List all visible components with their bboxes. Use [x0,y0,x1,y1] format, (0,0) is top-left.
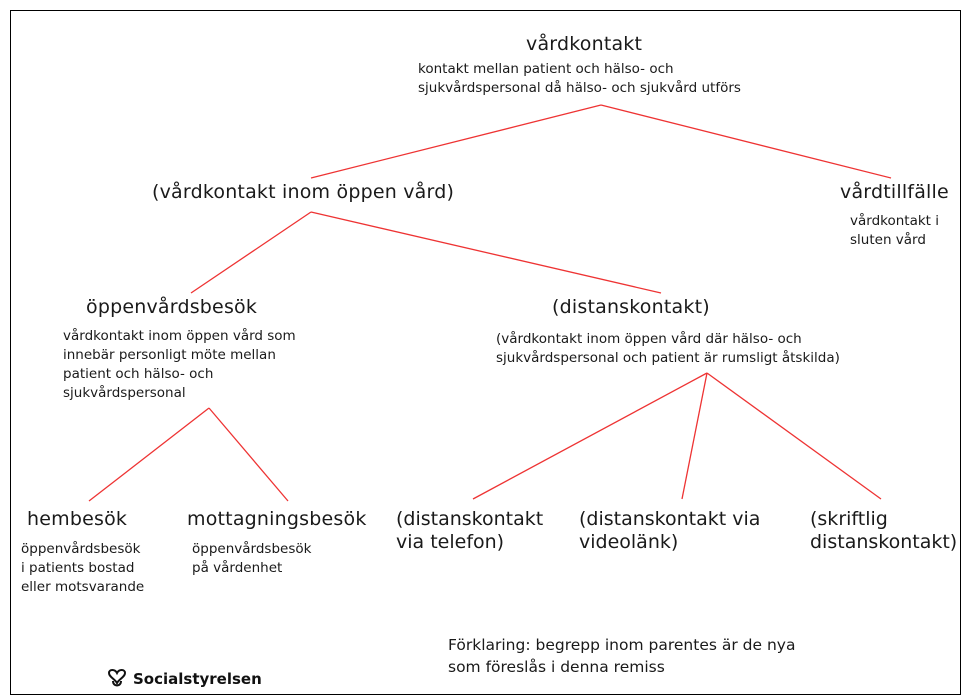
node-remote-written-line-2: distanskontakt) [810,531,958,553]
legend-line-1: Förklaring: begrepp inom parentes är de … [448,636,796,654]
node-root-title: vårdkontakt [526,33,643,55]
node-outpatient-visit-desc-line-1: vårdkontakt inom öppen vård som [63,328,296,344]
connector-remote-written [706,372,882,500]
node-outpatient-visit-desc-line-4: sjukvårdspersonal [63,385,186,401]
node-remote-contact-desc-line-2: sjukvårdspersonal och patient är rumslig… [496,350,840,366]
socialstyrelsen-logo-icon [107,669,127,687]
node-home-visit-desc-line-1: öppenvårdsbesök [21,541,141,557]
node-inpatient-title: vårdtillfälle [840,181,949,203]
node-outpatient-visit-title: öppenvårdsbesök [86,296,258,318]
node-home-visit-desc-line-2: i patients bostad [21,560,135,576]
node-remote-video-line-1: (distanskontakt via [579,508,761,530]
node-root-desc-line-1: kontakt mellan patient och hälso- och [418,61,674,77]
node-reception-visit-desc-line-2: på vårdenhet [192,560,283,576]
node-remote-contact-title: (distanskontakt) [552,296,710,318]
socialstyrelsen-logo: Socialstyrelsen [105,667,262,691]
diagram-frame: vårdkontakt kontakt mellan patient och h… [10,10,961,695]
connector-root-inpatient [600,104,892,179]
node-inpatient-desc-line-2: sluten vård [850,232,926,248]
node-root-desc-line-2: sjukvårdspersonal då hälso- och sjukvård… [418,80,741,96]
node-remote-written-line-1: (skriftlig [810,508,888,530]
node-remote-phone-line-1: (distanskontakt [396,508,544,530]
node-remote-video-line-2: videolänk) [579,531,679,553]
node-reception-visit-desc-line-1: öppenvårdsbesök [192,541,312,557]
node-reception-visit-title: mottagningsbesök [187,508,367,530]
connector-outpatient-reception [208,407,289,502]
node-outpatient-visit-desc-line-2: innebär personligt möte mellan [63,347,276,363]
connector-root-open-care [310,104,602,179]
node-home-visit-title: hembesök [27,508,128,530]
connector-outpatient-home [88,407,210,502]
node-remote-phone-line-2: via telefon) [396,531,505,553]
node-home-visit-desc-line-3: eller motsvarande [21,579,145,595]
node-outpatient-visit-desc-line-3: patient och hälso- och [63,366,214,382]
connector-lines [88,104,892,502]
logo-text: Socialstyrelsen [133,670,262,688]
connector-remote-phone [472,372,708,500]
node-open-care-title: (vårdkontakt inom öppen vård) [152,181,455,203]
legend-line-2: som föreslås i denna remiss [448,658,665,676]
connector-open-care-outpatient [190,211,312,294]
node-remote-contact-desc-line-1: (vårdkontakt inom öppen vård där hälso- … [496,331,802,347]
connector-remote-video [681,372,708,500]
connector-open-care-remote [310,211,662,294]
node-inpatient-desc-line-1: vårdkontakt i [850,213,940,229]
